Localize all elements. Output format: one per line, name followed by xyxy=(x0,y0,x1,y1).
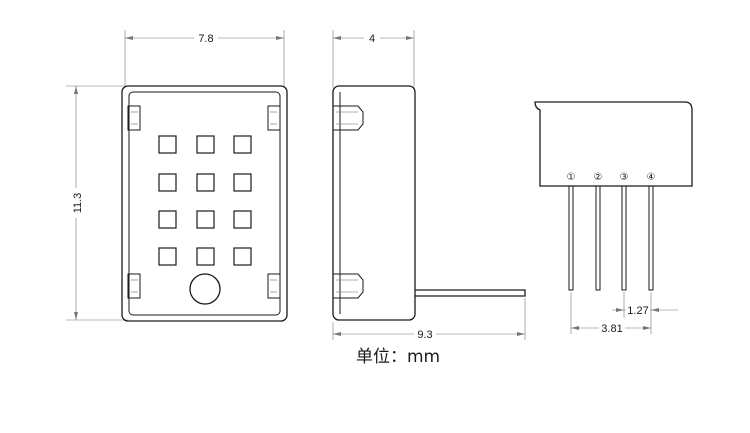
span-label: 3.81 xyxy=(601,323,622,335)
unit-label: 单位：mm xyxy=(356,347,440,367)
latch-clips xyxy=(127,105,281,299)
side-body-outline xyxy=(332,85,416,321)
side-clips xyxy=(333,105,364,299)
side-pin xyxy=(415,289,526,297)
pin-1-label: ① xyxy=(567,172,576,183)
front-view: 7.8 11.3 xyxy=(66,30,288,322)
round-sensor-hole xyxy=(189,273,221,305)
pin-4-label: ④ xyxy=(647,172,656,183)
pitch-label: 1.27 xyxy=(627,305,648,317)
pin-view-body xyxy=(534,101,693,187)
height-dimension: 11.3 xyxy=(66,85,128,321)
pin-view: ① ② ③ ④ 1.27 3.81 xyxy=(534,101,693,335)
depth-label: 4 xyxy=(369,33,375,45)
total-length-dimension: 9.3 xyxy=(332,298,526,341)
front-outer-outline xyxy=(121,85,288,322)
total-length-label: 9.3 xyxy=(417,329,432,341)
side-view: 4 9.3 xyxy=(332,30,526,341)
depth-dimension: 4 xyxy=(332,30,415,88)
width-label: 7.8 xyxy=(198,33,213,45)
width-dimension: 7.8 xyxy=(124,30,285,88)
vent-holes xyxy=(158,135,252,266)
front-inner-outline xyxy=(128,91,281,316)
pin-3-label: ③ xyxy=(620,172,629,183)
height-label: 11.3 xyxy=(72,193,84,214)
pin-2-label: ② xyxy=(594,172,603,183)
pitch-dimension: 1.27 xyxy=(612,292,678,318)
span-dimension: 3.81 xyxy=(570,292,652,335)
pins xyxy=(568,185,654,291)
